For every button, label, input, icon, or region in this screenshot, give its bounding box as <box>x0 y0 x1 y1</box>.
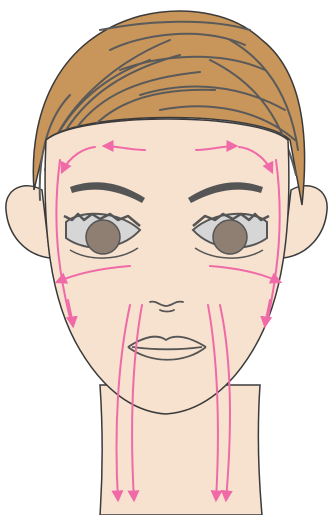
left-ear <box>6 186 50 258</box>
left-iris <box>86 220 120 254</box>
right-iris <box>213 220 247 254</box>
face <box>45 119 289 414</box>
right-ear <box>283 186 327 258</box>
